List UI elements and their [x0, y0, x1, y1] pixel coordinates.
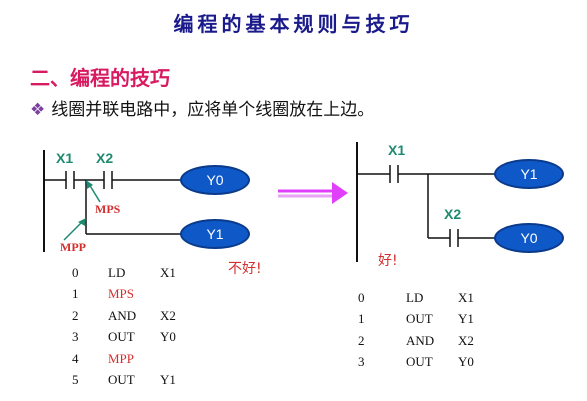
- page-title: 编程的基本规则与技巧: [173, 12, 414, 36]
- step-number: 3: [72, 329, 79, 345]
- operand: Y0: [458, 354, 474, 370]
- program-row: 1 MPS: [72, 284, 176, 306]
- instruction: MPS: [108, 286, 135, 302]
- right-coil-y0: Y0: [494, 223, 564, 253]
- step-number: 2: [72, 307, 79, 323]
- transition-arrow-head: [332, 182, 348, 204]
- section-heading: 二、编程的技巧: [30, 66, 170, 90]
- instruction: OUT: [108, 372, 135, 388]
- step-number: 4: [72, 350, 79, 366]
- right-coil-y1: Y1: [494, 159, 564, 189]
- mpp-arrow-head: [78, 218, 86, 226]
- program-row: 1 OUT Y1: [358, 309, 474, 331]
- operand: X1: [458, 289, 474, 305]
- instruction: AND: [406, 332, 435, 348]
- program-row: 3 OUT Y0: [358, 352, 474, 374]
- program-row: 2 AND X2: [72, 305, 176, 327]
- bullet-text: 线圈并联电路中，应将单个线圈放在上边。: [51, 100, 375, 120]
- instruction: OUT: [406, 311, 433, 327]
- instruction: OUT: [406, 354, 433, 370]
- right-contact-x1-label: X1: [388, 142, 406, 158]
- program-row: 5 OUT Y1: [72, 370, 176, 392]
- instruction: LD: [108, 264, 126, 280]
- operand: X1: [160, 264, 176, 280]
- instruction: LD: [406, 289, 424, 305]
- mpp-label: MPP: [60, 240, 86, 254]
- operand: Y1: [458, 311, 474, 327]
- right-contact-x2-label: X2: [444, 206, 462, 222]
- left-contact-x2-label: X2: [96, 150, 114, 166]
- program-row: 0 LD X1: [358, 287, 474, 309]
- diamond-bullet-icon: ❖: [30, 100, 46, 120]
- right-verdict: 好!: [378, 253, 398, 269]
- step-number: 1: [72, 286, 79, 302]
- operand: X2: [160, 307, 176, 323]
- step-number: 3: [358, 354, 365, 370]
- program-row: 0 LD X1: [72, 262, 176, 284]
- left-verdict: 不好!: [228, 261, 262, 277]
- mps-arrow-line: [88, 183, 101, 203]
- step-number: 0: [358, 289, 365, 305]
- instruction: OUT: [108, 329, 135, 345]
- step-number: 1: [358, 311, 365, 327]
- operand: X2: [458, 332, 474, 348]
- left-contact-x1-label: X1: [56, 150, 74, 166]
- mpp-arrow-line: [63, 221, 83, 241]
- step-number: 0: [72, 264, 79, 280]
- step-number: 5: [72, 372, 79, 388]
- operand: Y1: [160, 372, 176, 388]
- mps-arrow-head: [86, 180, 93, 189]
- left-coil-y1: Y1: [180, 219, 250, 249]
- bullet-point: ❖线圈并联电路中，应将单个线圈放在上边。: [30, 95, 374, 120]
- operand: Y0: [160, 329, 176, 345]
- mps-label: MPS: [95, 202, 121, 216]
- program-row: 2 AND X2: [358, 330, 474, 352]
- instruction: AND: [108, 307, 137, 323]
- program-row: 4 MPP: [72, 348, 176, 370]
- instruction: MPP: [108, 350, 135, 366]
- left-coil-y0: Y0: [180, 165, 250, 195]
- program-row: 3 OUT Y0: [72, 327, 176, 349]
- step-number: 2: [358, 332, 365, 348]
